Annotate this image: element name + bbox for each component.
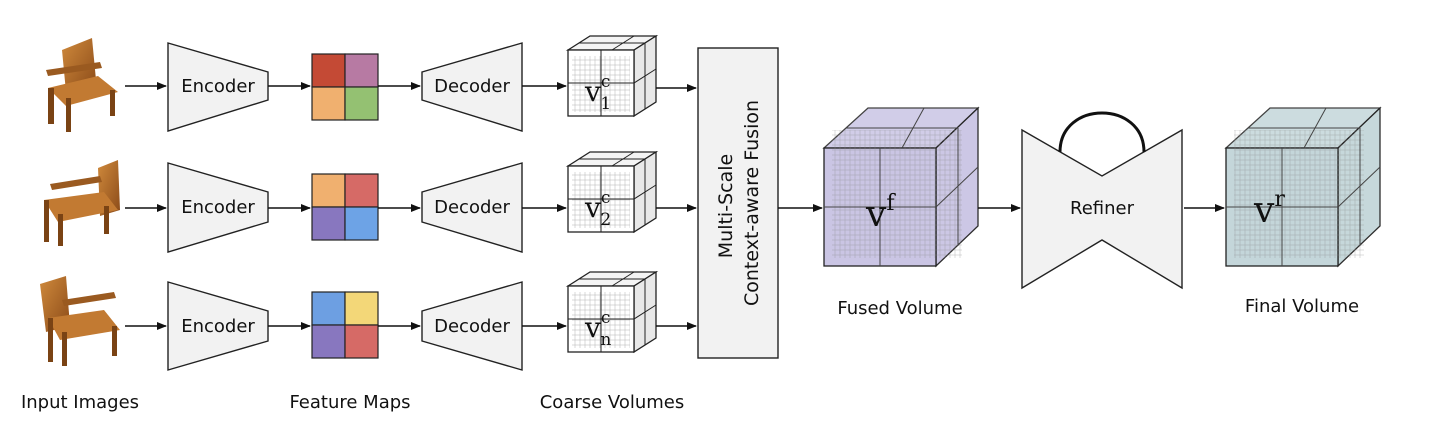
feature-cell (344, 291, 379, 326)
feature-cell (344, 53, 379, 88)
feature-cell (311, 173, 346, 208)
input-image-chair-1 (46, 38, 118, 132)
feature-cell (311, 324, 346, 359)
feature-cell (344, 206, 379, 241)
fusion-label: Multi-Scale Context-aware Fusion (715, 100, 763, 306)
fused-volume-caption: Fused Volume (837, 298, 962, 319)
input-image-chair-3 (40, 276, 120, 366)
encoder-label: Encoder (181, 316, 255, 337)
final-volume-caption: Final Volume (1245, 296, 1359, 317)
feature-cell (344, 324, 379, 359)
final-volume: vr (1224, 106, 1382, 268)
feature-map-1 (311, 53, 379, 121)
feature-cell (344, 86, 379, 121)
encoder-block (167, 281, 269, 371)
fused-volume-label: vf (865, 191, 896, 235)
decoder-label: Decoder (434, 197, 510, 218)
refiner-block: Refiner (1021, 111, 1183, 290)
feature-map-2 (311, 173, 379, 241)
encoder-label: Encoder (181, 197, 255, 218)
decoder-block (421, 162, 523, 253)
skip-connection-arc (1058, 111, 1146, 153)
decoder-label: Decoder (434, 76, 510, 97)
feature-map-3 (311, 291, 379, 359)
fused-volume: vf (822, 106, 980, 268)
decoder-label: Decoder (434, 316, 510, 337)
feature-maps-caption: Feature Maps (289, 392, 410, 413)
fusion-block: Multi-Scale Context-aware Fusion (697, 47, 779, 359)
input-images-caption: Input Images (21, 392, 139, 413)
feature-cell (311, 86, 346, 121)
decoder-block (421, 281, 523, 371)
refiner-label: Refiner (1070, 198, 1135, 219)
encoder-block (167, 162, 269, 253)
feature-cell (311, 206, 346, 241)
coarse-volumes-caption: Coarse Volumes (540, 392, 685, 413)
input-image-chair-2 (44, 160, 120, 246)
final-volume-label: vr (1253, 187, 1285, 231)
feature-cell (311, 53, 346, 88)
feature-cell (311, 291, 346, 326)
feature-cell (344, 173, 379, 208)
encoder-block (167, 42, 269, 132)
encoder-label: Encoder (181, 76, 255, 97)
decoder-block (421, 42, 523, 132)
